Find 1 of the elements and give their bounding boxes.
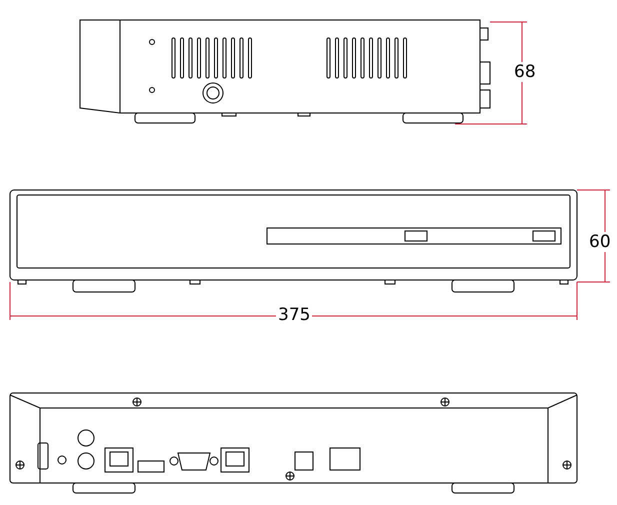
dimension-label: 60 [587,232,613,252]
